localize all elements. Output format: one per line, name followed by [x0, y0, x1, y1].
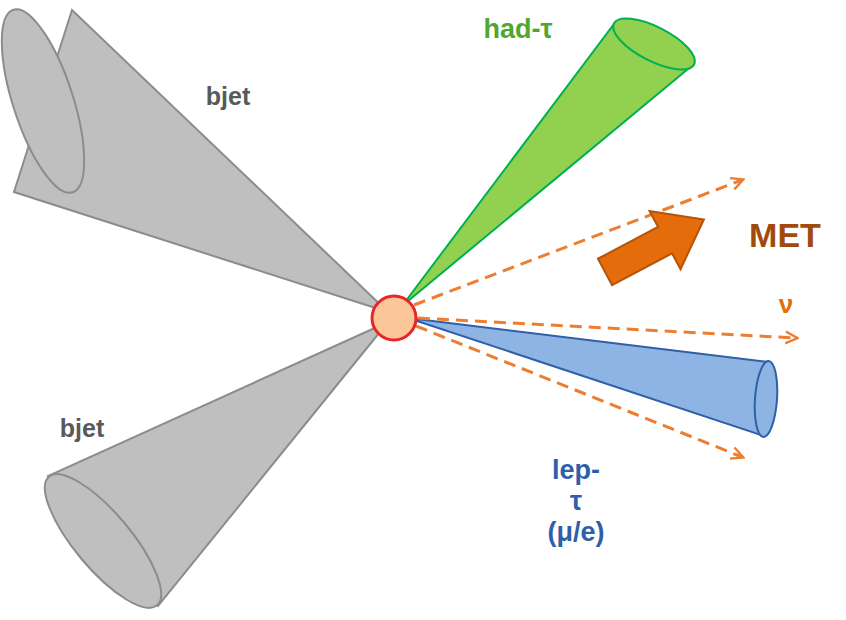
- met-label: MET: [749, 216, 821, 255]
- interaction-vertex: [372, 296, 416, 340]
- bjet-cone: [28, 322, 388, 620]
- met-arrow: [590, 190, 720, 301]
- lep-tau-cone: [408, 318, 780, 438]
- jet-label: bjet: [206, 82, 250, 111]
- tau-label: had-τ: [483, 14, 552, 45]
- neutrino-label: ν: [779, 290, 793, 320]
- jet-label: bjet: [60, 414, 104, 443]
- bjet-cone: [0, 0, 388, 312]
- tau-label: lep-τ (μ/e): [547, 455, 604, 548]
- neutrino-arrow: [414, 180, 796, 457]
